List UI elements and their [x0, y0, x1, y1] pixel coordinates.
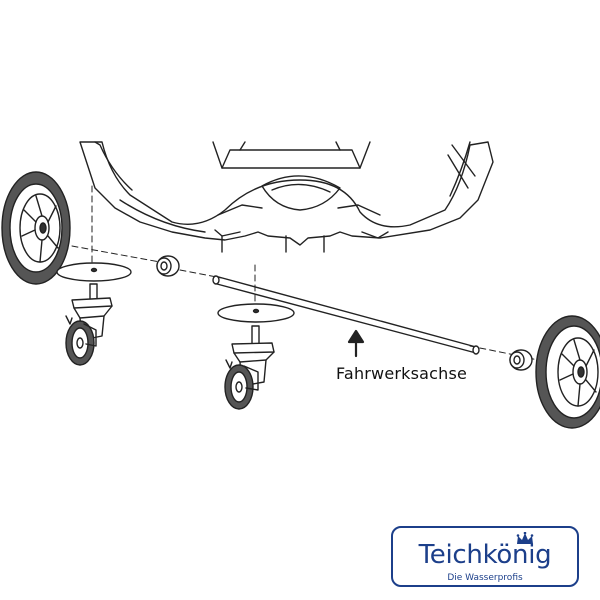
logo-brand-name: Teichkönig [418, 540, 552, 570]
swivel-caster-left [65, 283, 113, 366]
axle-pointer-arrow [347, 329, 365, 358]
caster-mounting-plate-center [217, 303, 295, 323]
axle-spacer-right [509, 349, 533, 371]
rear-wheel-left [1, 171, 71, 285]
swivel-caster-center [224, 325, 275, 410]
axle-spacer-left [156, 255, 180, 277]
logo-tagline: Die Wasserprofis [447, 573, 523, 583]
vacuum-base-housing [79, 141, 494, 253]
rear-wheel-right [535, 315, 600, 429]
undercarriage-axle [212, 275, 480, 355]
caster-mounting-plate-left [56, 262, 132, 282]
crown-icon [516, 532, 534, 544]
teichkoenig-logo: Teichkönig Die Wasserprofis [391, 526, 579, 587]
axle-label: Fahrwerksachse [336, 364, 468, 383]
